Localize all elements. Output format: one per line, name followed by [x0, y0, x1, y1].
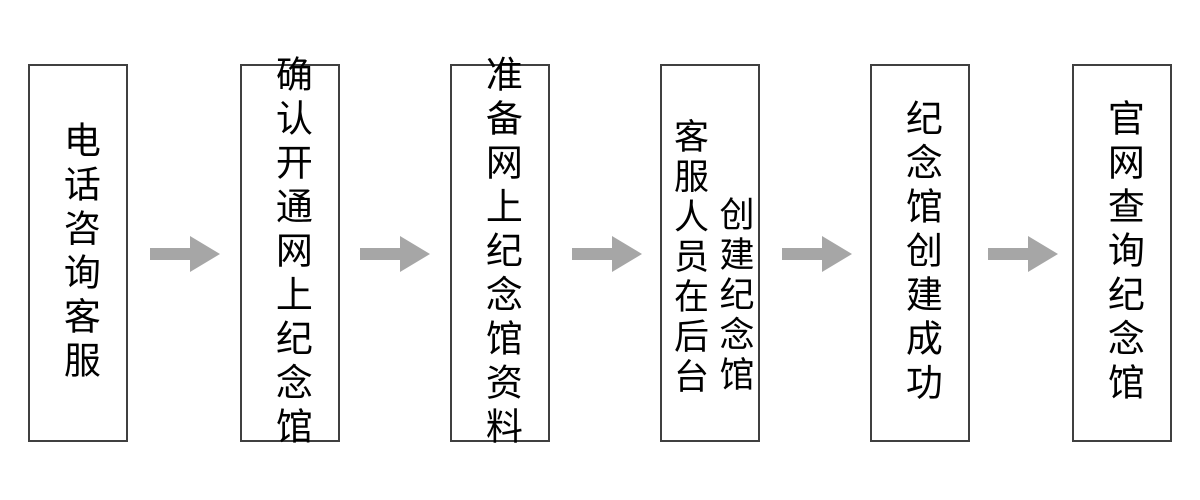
flow-node-5-label: 纪念馆创建成功	[899, 99, 943, 407]
flow-node-1-label: 电话咨询客服	[57, 121, 101, 385]
flow-node-6-label: 官网查询纪念馆	[1101, 99, 1145, 407]
flow-node-3[interactable]: 准备网上纪念馆资料	[450, 55, 550, 451]
flow-node-4-label-column-1: 客服人员在后台	[668, 118, 708, 398]
flow-node-6[interactable]: 官网查询纪念馆	[1072, 64, 1172, 442]
flow-node-4[interactable]: 客服人员在后台 创建纪念馆	[660, 64, 760, 442]
flow-node-2[interactable]: 确认开通网上纪念馆	[240, 55, 340, 451]
flow-arrow-3	[572, 236, 642, 272]
flow-node-5[interactable]: 纪念馆创建成功	[870, 64, 970, 442]
flow-node-2-label: 确认开通网上纪念馆	[269, 55, 313, 451]
flow-arrow-4	[782, 236, 852, 272]
flow-arrow-5	[988, 236, 1058, 272]
flow-arrow-2	[360, 236, 430, 272]
flow-node-4-label-column-2: 创建纪念馆	[713, 196, 754, 396]
flow-node-1[interactable]: 电话咨询客服	[28, 64, 128, 442]
flow-arrow-1	[150, 236, 220, 272]
flow-node-3-label: 准备网上纪念馆资料	[479, 55, 523, 451]
